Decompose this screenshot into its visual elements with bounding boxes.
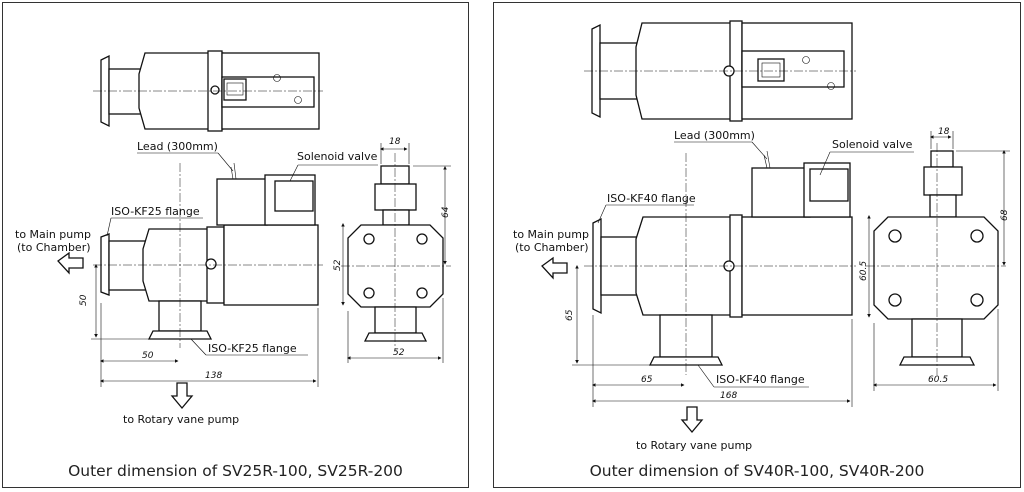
flange-bottom-label: ISO-KF40 flange bbox=[716, 373, 805, 386]
dim-65-vertical: 65 bbox=[565, 309, 575, 321]
dimension-lines bbox=[91, 143, 451, 387]
flange-top-label: ISO-KF40 flange bbox=[607, 192, 696, 205]
dim-138: 138 bbox=[205, 371, 222, 381]
solenoid-valve-label: Solenoid valve bbox=[297, 150, 378, 163]
dim-68: 68 bbox=[1000, 209, 1010, 221]
lead-label: Lead (300mm) bbox=[674, 129, 755, 142]
lead-label: Lead (300mm) bbox=[137, 140, 218, 153]
top-view bbox=[93, 50, 323, 132]
dim-50-horizontal: 50 bbox=[142, 351, 154, 361]
rotary-pump-label: to Rotary vane pump bbox=[123, 413, 239, 426]
main-pump-label: to Main pump bbox=[513, 228, 589, 241]
dim-52-horizontal: 52 bbox=[393, 348, 405, 358]
side-view bbox=[341, 153, 451, 351]
rotary-pump-label: to Rotary vane pump bbox=[636, 439, 752, 452]
dimension-lines bbox=[572, 131, 1010, 407]
sv40r-dimension-drawing: Lead (300mm) Solenoid valve ISO-KF40 fla… bbox=[513, 20, 1010, 452]
dim-50-vertical: 50 bbox=[79, 294, 89, 306]
caption-sv40r: Outer dimension of SV40R-100, SV40R-200 bbox=[589, 462, 925, 480]
leader-lines bbox=[57, 152, 378, 410]
chamber-label: (to Chamber) bbox=[515, 241, 589, 254]
drawing-panel-sv25r: Lead (300mm) Solenoid valve ISO-KF25 fla… bbox=[2, 2, 469, 488]
dim-64: 64 bbox=[441, 206, 451, 218]
dim-168: 168 bbox=[720, 391, 737, 401]
front-view bbox=[584, 150, 856, 375]
main-pump-label: to Main pump bbox=[15, 228, 91, 241]
dim-65-horizontal: 65 bbox=[641, 375, 653, 385]
dim-18: 18 bbox=[938, 127, 950, 137]
side-view bbox=[866, 143, 1006, 375]
dim-60-5-vertical: 60.5 bbox=[859, 261, 869, 281]
caption-sv25r: Outer dimension of SV25R-100, SV25R-200 bbox=[68, 462, 403, 480]
chamber-label: (to Chamber) bbox=[17, 241, 91, 254]
dim-18: 18 bbox=[389, 137, 401, 147]
solenoid-valve-label: Solenoid valve bbox=[832, 138, 913, 151]
top-view bbox=[584, 20, 856, 122]
flange-top-label: ISO-KF25 flange bbox=[111, 205, 200, 218]
leader-lines bbox=[541, 141, 914, 434]
drawing-panel-sv40r: Lead (300mm) Solenoid valve ISO-KF40 fla… bbox=[493, 2, 1021, 488]
front-view bbox=[93, 162, 323, 348]
dim-60-5-horizontal: 60.5 bbox=[928, 375, 948, 385]
dim-52-vertical: 52 bbox=[333, 259, 343, 271]
sv25r-dimension-drawing: Lead (300mm) Solenoid valve ISO-KF25 fla… bbox=[15, 50, 451, 426]
flange-bottom-label: ISO-KF25 flange bbox=[208, 342, 297, 355]
